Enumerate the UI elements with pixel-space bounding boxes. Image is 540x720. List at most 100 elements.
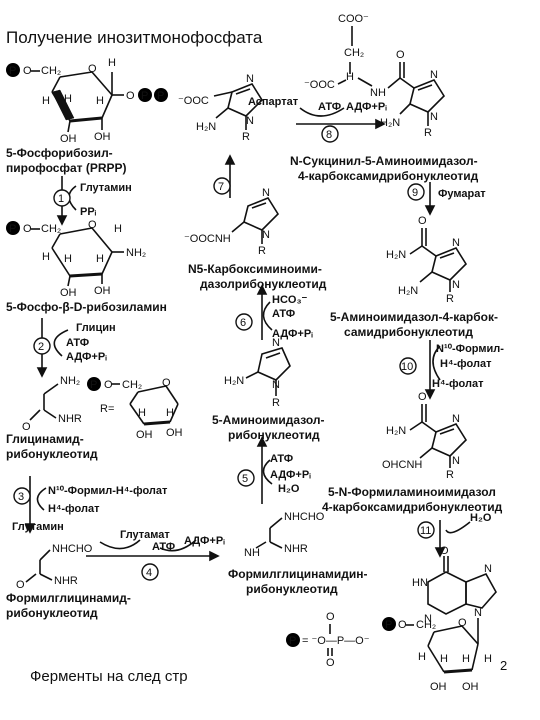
reagent-h2o-11: H₂O xyxy=(470,512,492,524)
step-7-label: 7 xyxy=(218,181,224,193)
gar-o2: O xyxy=(104,379,113,391)
step-10-label: 10 xyxy=(401,361,413,373)
carboxy-air-structure: N N R ⁻OOC H₂N xyxy=(178,73,264,143)
imp-n9: N xyxy=(474,607,482,619)
cx-ooc: ⁻OOC xyxy=(178,95,209,107)
gar-ch2: CH₂ xyxy=(122,379,142,391)
reagent-atp-6: АТФ xyxy=(272,308,296,320)
gar-nh2: NH₂ xyxy=(60,375,80,387)
fgar-nhr: NHR xyxy=(54,575,78,587)
air-name-line1: 5-Аминоимидазол- xyxy=(212,413,325,427)
prpp-ring-o: O xyxy=(88,63,97,75)
imp-h2: H xyxy=(440,653,448,665)
reagent-folate-10a: H⁴-фолат xyxy=(440,358,492,370)
phosphate-legend: P = ⁻O—P—O⁻ O O xyxy=(286,611,370,669)
legend-o-bottom: O xyxy=(326,657,335,669)
imp-h3: H xyxy=(462,653,470,665)
reagent-adp-8: АДФ+Pᵢ xyxy=(346,101,387,113)
legend-o-top: O xyxy=(326,611,335,623)
cair-ooccnh: ⁻OOCNH xyxy=(184,233,231,245)
reagent-folate-10b: H⁴-фолат xyxy=(432,378,484,390)
saicar-o: O xyxy=(396,49,405,61)
cair-n2: N xyxy=(262,229,270,241)
footer-note: Ферменты на след стр xyxy=(30,668,188,685)
phosphoribosylamine-name: 5-Фосфо-β-D-рибозиламин xyxy=(6,300,167,314)
reagent-formyl-10: N¹⁰-Формил- xyxy=(436,343,504,355)
step-1-label: 1 xyxy=(58,193,64,205)
aicar-h2n: H₂N xyxy=(398,285,418,297)
gar-nhr: NHR xyxy=(58,413,82,425)
reagent-adp-2: АДФ+Pᵢ xyxy=(66,351,107,363)
aicar-n1: N xyxy=(452,237,460,249)
fgam-nhcho: NHCHO xyxy=(284,511,325,523)
step-11-label: 11 xyxy=(420,525,431,537)
imp-oh1: OH xyxy=(430,681,447,693)
faicar-ohcnh: OHCNH xyxy=(382,459,422,471)
pra-ring-o: O xyxy=(88,219,97,231)
prpp-structure: P O CH₂ O H O P P H H H OH OH xyxy=(6,57,168,145)
imp-h1: H xyxy=(418,651,426,663)
reagent-glutamine-1: Глутамин xyxy=(80,182,132,194)
pra-h1: H xyxy=(42,251,50,263)
saicar-r: R xyxy=(424,127,432,139)
step-2-label: 2 xyxy=(38,341,44,353)
prpp-h-mid2: H xyxy=(96,95,104,107)
fgar-name-line1: Формилглицинамид- xyxy=(6,591,131,605)
imp-o5: O xyxy=(398,619,407,631)
gar-name-line2: рибонуклеотид xyxy=(6,447,98,461)
air-structure: N N R H₂N xyxy=(224,337,291,409)
pra-p: P xyxy=(9,223,16,235)
prpp-p2: P xyxy=(157,90,164,102)
saicar-nh: NH xyxy=(370,87,386,99)
step-6-label: 6 xyxy=(240,317,246,329)
faicar-structure: H₂N O N N R OHCNH xyxy=(382,391,468,481)
reagent-glutamine-4: Глутамин xyxy=(12,521,64,533)
reagent-formyl-folate-3: N¹⁰-Формил-H⁴-фолат xyxy=(48,485,168,497)
reagent-glycine: Глицин xyxy=(76,322,116,334)
saicar-n2: N xyxy=(430,111,438,123)
imp-structure: O HN N N N P O CH₂ O H H H H OH OH xyxy=(382,545,497,693)
page-number: 2 xyxy=(500,658,508,673)
prpp-o-ch2: O xyxy=(23,65,32,77)
pra-o: O xyxy=(23,223,32,235)
faicar-o: O xyxy=(418,391,427,403)
prpp-o-ppp: O xyxy=(126,90,135,102)
prpp-h-mid1: H xyxy=(64,93,72,105)
faicar-h2n: H₂N xyxy=(386,425,406,437)
saicar-ooc: ⁻OOC xyxy=(304,79,335,91)
saicar-n1: N xyxy=(430,69,438,81)
phosphate-p-prpp: P xyxy=(9,65,16,77)
reagent-ppi: PPᵢ xyxy=(80,206,97,218)
step-3-label: 3 xyxy=(18,491,24,503)
fgam-nh: NH xyxy=(244,547,260,559)
step-4-label: 4 xyxy=(146,567,152,579)
aicar-structure: H₂N O N N R H₂N xyxy=(386,215,468,305)
saicar-structure: COO⁻ CH₂ ⁻OOC H NH O N N R H₂N xyxy=(304,13,446,139)
imp-o: O xyxy=(440,545,449,557)
imp-n7: N xyxy=(484,563,492,575)
reagent-atp-2: АТФ xyxy=(66,337,90,349)
fgar-name-line2: рибонуклеотид xyxy=(6,606,98,620)
imp-ring-o: O xyxy=(458,617,467,629)
pra-h-top: H xyxy=(114,223,122,235)
reagent-adp-6: АДФ+Pᵢ xyxy=(272,328,313,340)
faicar-name-line1: 5-N-Формиламиноимидазол xyxy=(328,485,496,499)
reagent-atp-8: АТФ xyxy=(318,101,342,113)
reagent-h4-folate-3: H⁴-фолат xyxy=(48,503,100,515)
reagent-h2o-5: H₂O xyxy=(278,483,300,495)
aicar-n2: N xyxy=(452,279,460,291)
fgar-structure: NHCHO NHR O xyxy=(16,543,93,591)
faicar-r: R xyxy=(446,469,454,481)
pra-h3: H xyxy=(96,253,104,265)
saicar-ch: H xyxy=(346,71,354,83)
gar-structure: NH₂ NHR O R= P O CH₂ O H H OH OH xyxy=(22,375,183,441)
fgar-o: O xyxy=(16,579,25,591)
saicar-coo1: COO⁻ xyxy=(338,13,369,25)
cx-n1: N xyxy=(246,73,254,85)
cx-h2n: H₂N xyxy=(196,121,216,133)
pra-h2: H xyxy=(64,253,72,265)
reagent-fumarate-9: Фумарат xyxy=(438,188,486,200)
gar-h2: H xyxy=(166,407,174,419)
prpp-oh1: OH xyxy=(60,133,77,145)
cx-r: R xyxy=(242,131,250,143)
